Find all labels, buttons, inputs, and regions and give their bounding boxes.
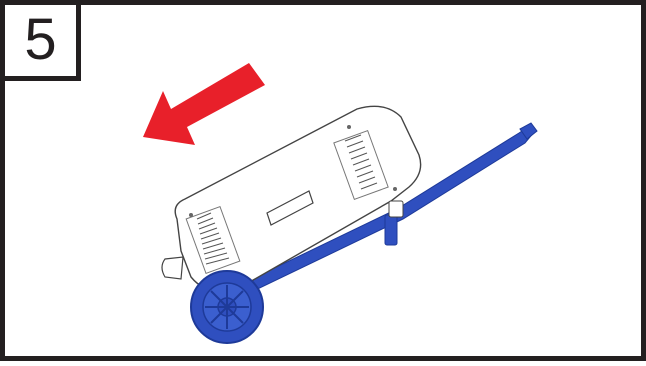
push-direction-arrow-icon: [143, 63, 265, 145]
step-number: 5: [24, 6, 57, 72]
trolley-wheel: [190, 270, 264, 344]
trolley-latch: [384, 200, 404, 246]
trolley-handle: [234, 122, 538, 298]
step-illustration: [143, 63, 538, 344]
vent-grille-left: [185, 205, 241, 275]
vent-grille-right: [333, 130, 389, 200]
step-number-box: 5: [5, 5, 81, 81]
